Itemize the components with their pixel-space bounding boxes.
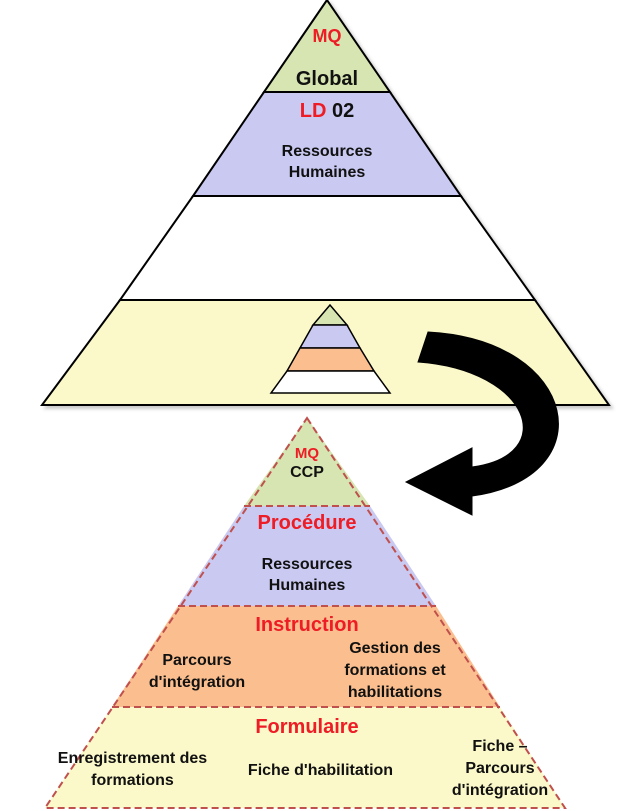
bottom-level-2-band [178, 506, 436, 606]
mini-pyramid-icon [269, 303, 392, 394]
bottom-level-1-name: CCP [290, 464, 324, 481]
bottom-level-2-item-line1: Ressources [261, 556, 353, 573]
bottom-level-3-band [112, 606, 500, 707]
top-level-1-code: MQ [312, 26, 342, 46]
bottom-level-4-item3-line3: d'intégration [451, 782, 549, 799]
bottom-level-3-item2-line1: Gestion des [349, 640, 441, 657]
bottom-level-2-title: Procédure [257, 512, 357, 534]
bottom-level-4-item3-line1: Fiche – [472, 738, 528, 755]
top-level-2-name-line2: Humaines [288, 164, 366, 181]
top-pyramid [40, 0, 611, 406]
bottom-level-3-item1-line1: Parcours [162, 652, 232, 669]
bottom-level-2-item-line2: Humaines [268, 577, 346, 594]
bottom-level-3-item1-line2: d'intégration [148, 674, 246, 691]
bottom-level-1-band [244, 418, 370, 506]
bottom-level-3-item2-line3: habilitations [347, 684, 443, 701]
top-level-2-code-number: 02 [331, 100, 355, 122]
bottom-level-4-title: Formulaire [255, 716, 359, 738]
top-level-2-code: LD 02 [277, 100, 377, 123]
curved-arrow-icon [404, 331, 559, 516]
bottom-level-3-item2-line2: formations et [344, 662, 446, 679]
bottom-level-1-code: MQ [294, 445, 320, 462]
top-level-1-name: Global [295, 68, 359, 90]
top-level-2-code-letters: LD [299, 100, 327, 122]
bottom-level-4-item2: Fiche d'habilitation [247, 762, 394, 779]
bottom-pyramid [43, 416, 567, 809]
bottom-level-4-item3-line2: Parcours [465, 760, 535, 777]
bottom-level-4-band [45, 707, 565, 808]
bottom-level-4-item1-line2: formations [91, 772, 174, 789]
bottom-level-3-title: Instruction [255, 614, 359, 636]
bottom-level-4-item1-line1: Enregistrement des [57, 750, 208, 767]
top-level-2-name-line1: Ressources [281, 143, 373, 160]
top-level-3-band [118, 195, 537, 301]
